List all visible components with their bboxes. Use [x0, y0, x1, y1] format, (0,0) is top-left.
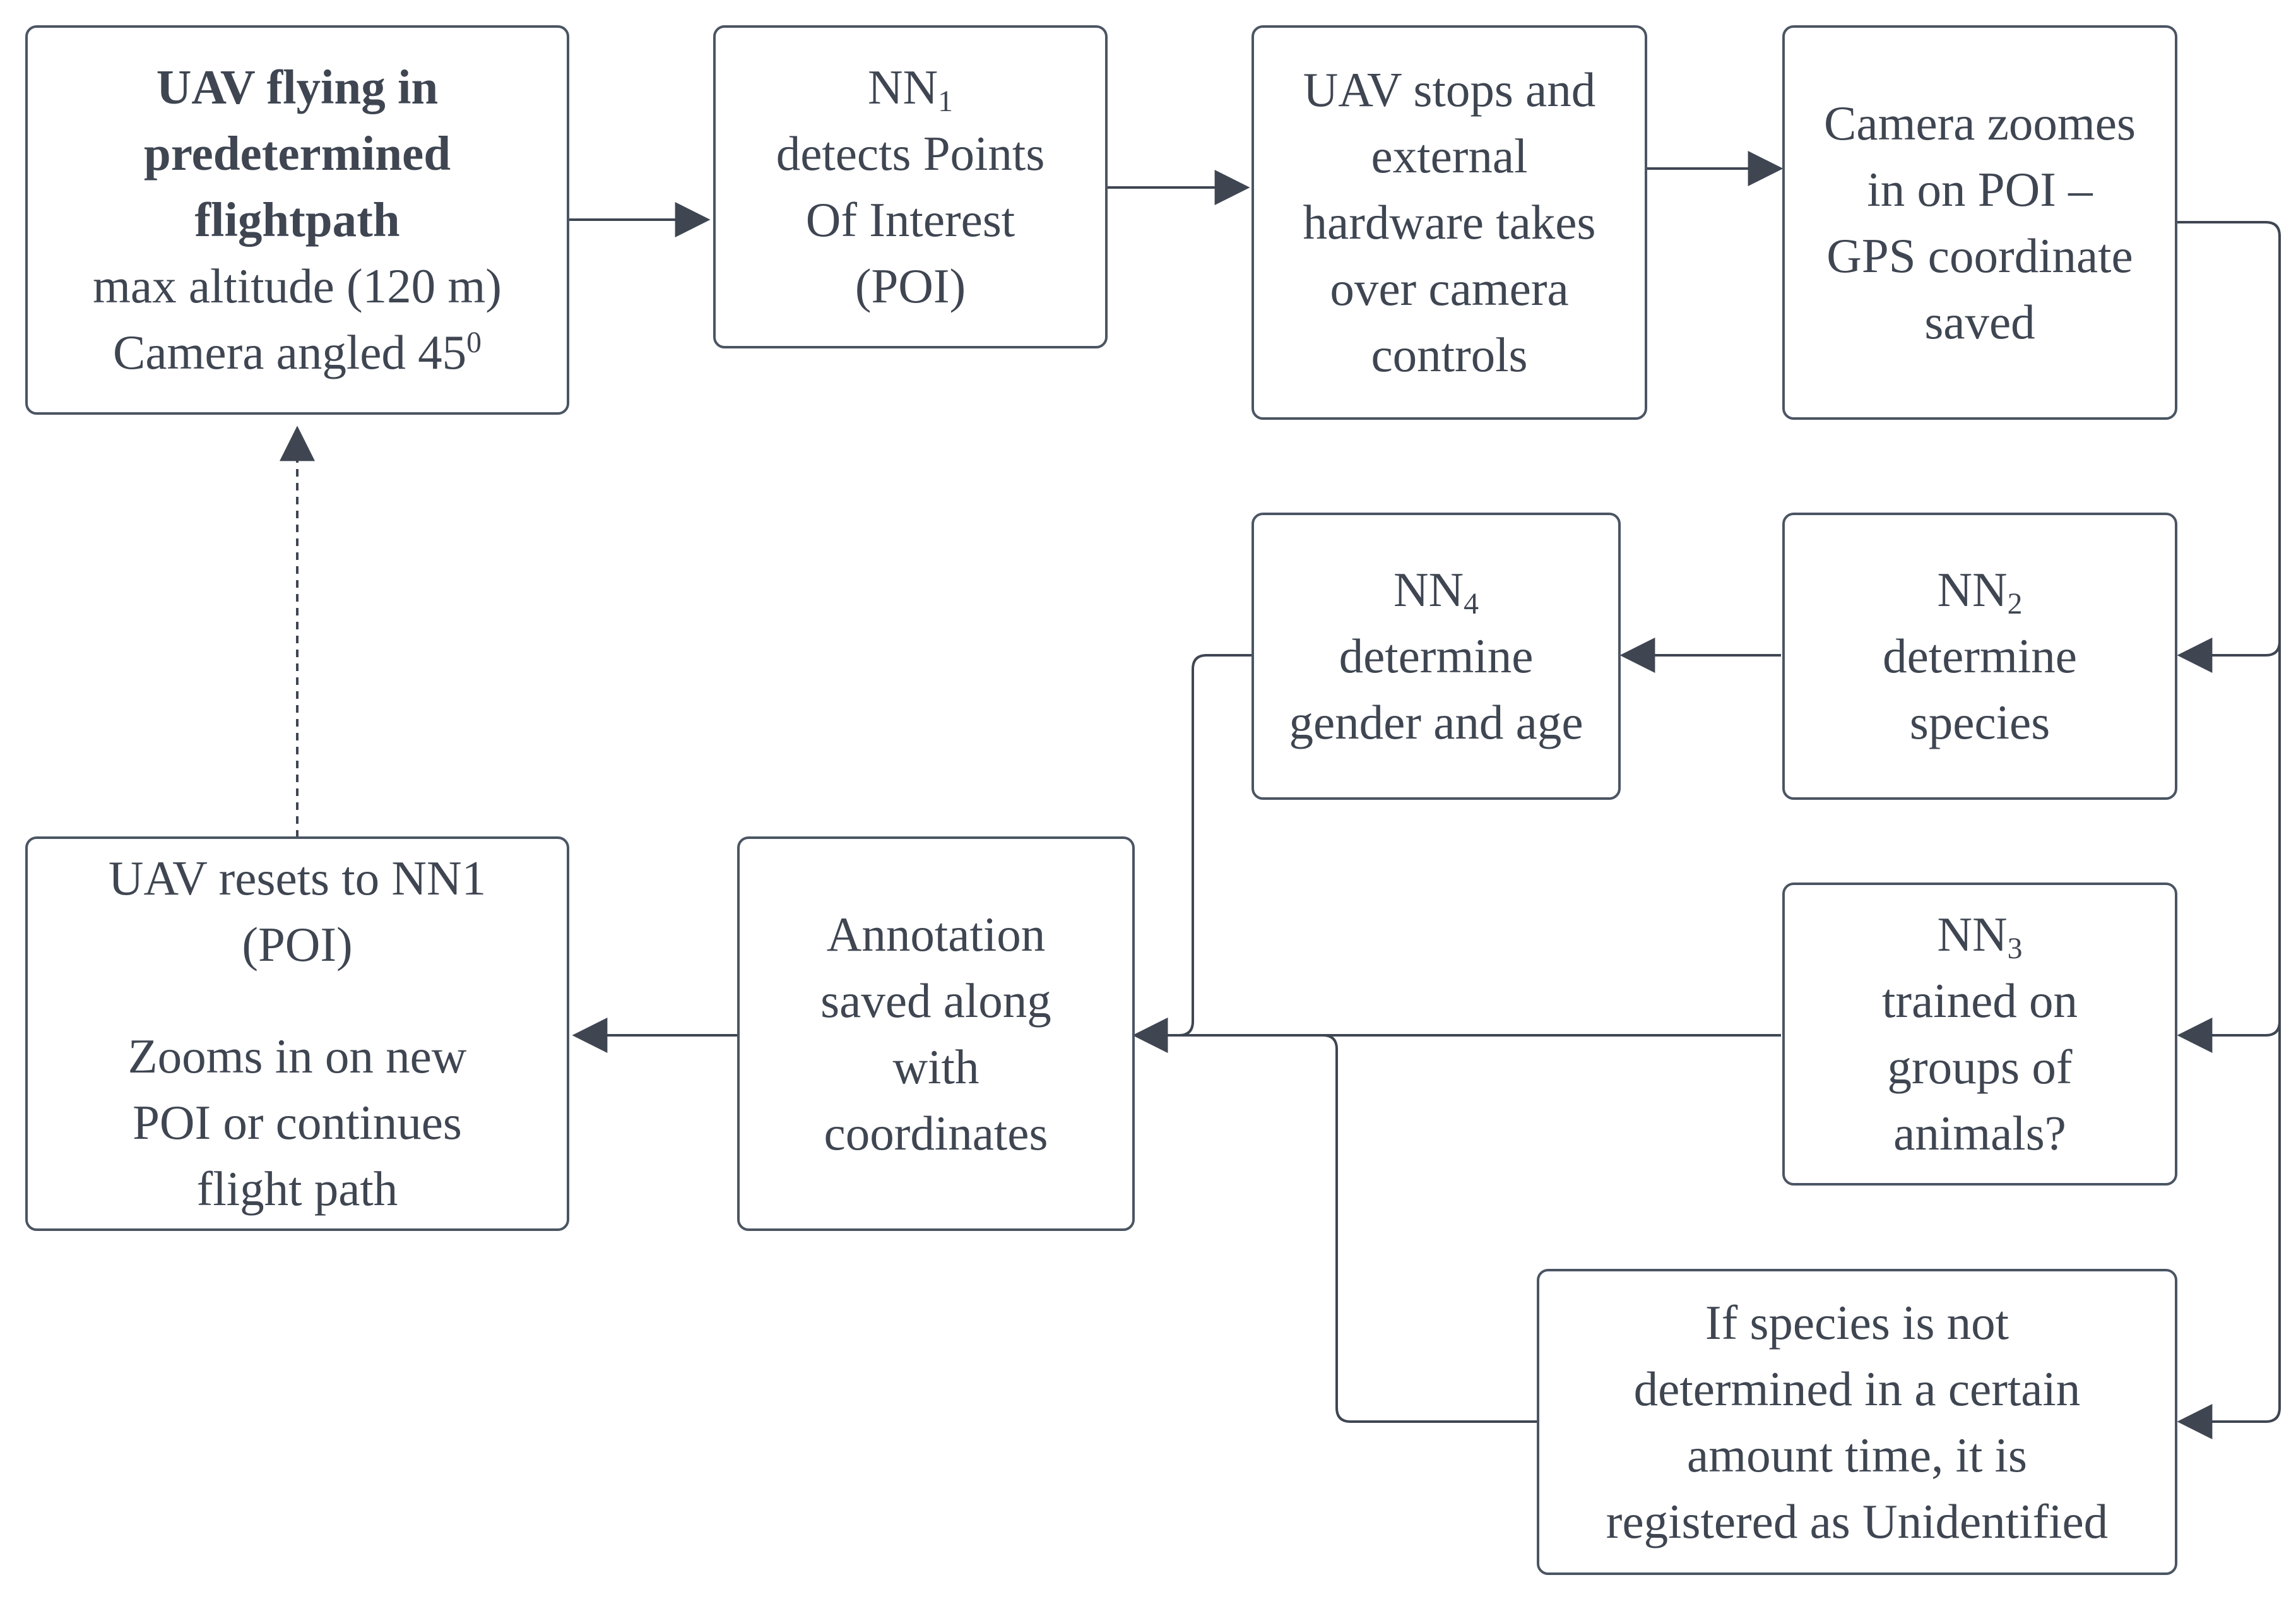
- node-nn3-line-2: groups of: [1887, 1040, 2073, 1094]
- node-uav-flying-altitude: max altitude (120 m): [93, 259, 502, 313]
- node-uav-resets-line-5: flight path: [196, 1162, 398, 1216]
- node-camera-zooms-line-3: GPS coordinate: [1826, 228, 2133, 283]
- node-unidentified-line-1: If species is not: [1705, 1295, 2009, 1350]
- node-unidentified-line-3: amount time, it is: [1687, 1427, 2027, 1482]
- node-nn4-index: 4: [1464, 586, 1479, 621]
- node-nn1-prefix: NN: [867, 60, 938, 114]
- node-nn3-heading: NN3: [1937, 901, 2022, 968]
- node-nn4-line-2: gender and age: [1289, 695, 1583, 749]
- node-nn3-prefix: NN: [1937, 907, 2008, 961]
- node-unidentified: If species is not determined in a certai…: [1537, 1269, 2177, 1575]
- node-uav-flying-camera-sup: 0: [466, 325, 482, 359]
- node-nn1-line-3: (POI): [855, 259, 966, 313]
- node-uav-stops-line-2: external: [1371, 129, 1528, 183]
- node-nn2-line-1: determine: [1883, 629, 2077, 683]
- node-uav-flying-camera: Camera angled 450: [113, 319, 482, 386]
- edge-trunk-to-nn2: [2177, 638, 2281, 673]
- node-annotation-line-3: with: [892, 1039, 979, 1094]
- node-uav-resets-line-1: UAV resets to NN1: [108, 851, 487, 905]
- node-nn1-line-2: Of Interest: [805, 193, 1015, 247]
- node-uav-resets-line-4: POI or continues: [133, 1095, 462, 1150]
- node-camera-zooms-line-1: Camera zoomes: [1824, 95, 2136, 150]
- node-uav-resets-line-3: Zooms in on new: [127, 1029, 467, 1083]
- node-annotation-line-2: saved along: [820, 973, 1051, 1028]
- node-camera-zooms-line-2: in on POI –: [1867, 162, 2093, 217]
- node-uav-stops-line-3: hardware takes: [1303, 195, 1596, 249]
- node-nn4-gender: NN4 determine gender and age: [1252, 513, 1621, 800]
- node-uav-flying: UAV flying in predetermined flightpath m…: [25, 25, 569, 415]
- node-nn3-index: 3: [2007, 931, 2023, 965]
- node-uav-stops-line-4: over camera: [1330, 261, 1569, 316]
- node-uav-resets-line-2: (POI): [242, 917, 353, 972]
- node-camera-zooms-line-4: saved: [1924, 294, 2035, 349]
- node-uav-flying-title-1: UAV flying in: [156, 60, 439, 114]
- node-nn2-line-2: species: [1909, 695, 2050, 749]
- node-uav-stops-line-1: UAV stops and: [1303, 62, 1596, 117]
- node-nn1-detects: NN1 detects Points Of Interest (POI): [713, 25, 1108, 348]
- edge-nn4-to-annotation: [1132, 654, 1252, 1053]
- node-nn2-heading: NN2: [1937, 557, 2022, 623]
- node-nn1-index: 1: [938, 84, 954, 118]
- node-annotation-line-1: Annotation: [826, 906, 1046, 961]
- node-nn3-groups: NN3 trained on groups of animals?: [1782, 883, 2177, 1186]
- node-nn3-line-3: animals?: [1893, 1106, 2066, 1160]
- node-nn1-line-1: detects Points: [776, 126, 1045, 181]
- edge-zooms-trunk: [2177, 221, 2281, 1439]
- node-uav-resets: UAV resets to NN1 (POI) Zooms in on new …: [25, 836, 569, 1231]
- node-uav-stops: UAV stops and external hardware takes ov…: [1252, 25, 1647, 420]
- node-nn2-prefix: NN: [1937, 562, 2008, 617]
- node-camera-zooms: Camera zoomes in on POI – GPS coordinate…: [1782, 25, 2177, 420]
- node-uav-flying-title-2: predetermined: [143, 126, 451, 181]
- node-nn4-line-1: determine: [1339, 629, 1534, 683]
- node-nn4-prefix: NN: [1393, 562, 1464, 617]
- node-annotation: Annotation saved along with coordinates: [737, 836, 1135, 1231]
- node-uav-flying-title-3: flightpath: [194, 193, 400, 247]
- node-uav-stops-line-5: controls: [1371, 328, 1528, 382]
- node-nn2-index: 2: [2007, 586, 2023, 621]
- node-nn2-species: NN2 determine species: [1782, 513, 2177, 800]
- node-annotation-line-4: coordinates: [824, 1105, 1048, 1160]
- node-nn4-heading: NN4: [1394, 557, 1479, 623]
- edge-trunk-to-nn3: [2177, 1018, 2281, 1053]
- node-unidentified-line-4: registered as Unidentified: [1606, 1494, 2109, 1548]
- node-unidentified-line-2: determined in a certain: [1633, 1361, 2081, 1416]
- node-nn3-line-1: trained on: [1881, 973, 2078, 1028]
- node-uav-flying-camera-text: Camera angled 45: [112, 325, 467, 379]
- node-nn1-heading: NN1: [868, 54, 953, 121]
- edge-unidentified-to-annotation: [1136, 1034, 1537, 1423]
